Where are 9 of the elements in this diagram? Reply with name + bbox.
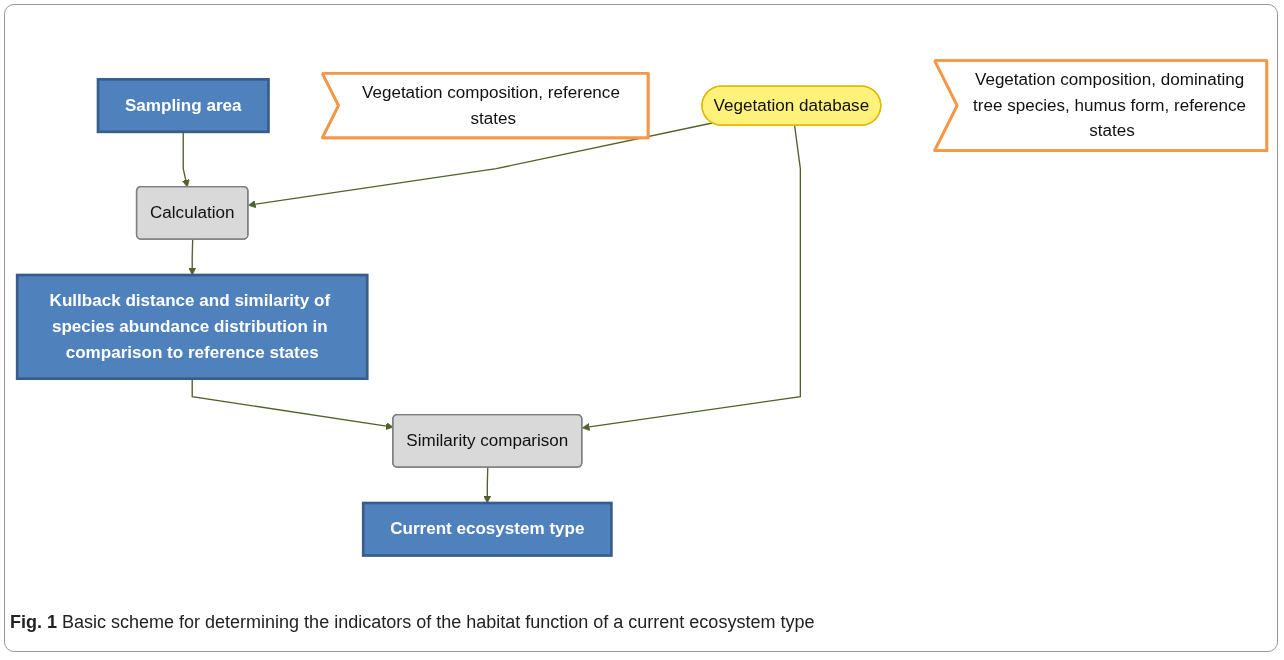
arrow [247,122,713,209]
arrow [483,466,492,504]
arrow [188,238,197,276]
node-box: Current ecosystem type [361,501,613,557]
node-box: Sampling area [96,78,270,134]
figure-caption: Fig. 1 Basic scheme for determining the indicators of the habitat function of a current ecosystem type [10,612,815,633]
arrow [181,131,190,188]
arrow [581,124,802,431]
node-box: Kullback distance and similarity of species abundance distribution in comparison to reference states [15,273,369,381]
